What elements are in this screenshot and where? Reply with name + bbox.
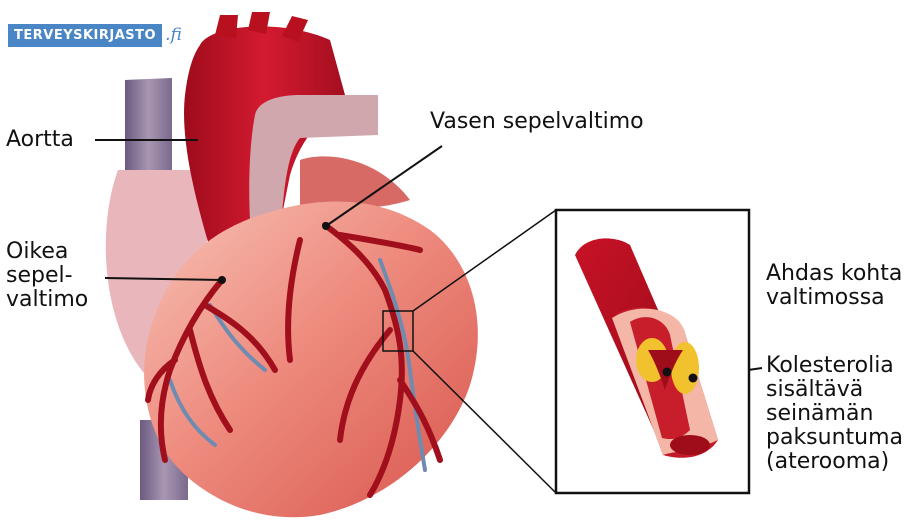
right-coronary-dot bbox=[218, 276, 226, 284]
label-plaque-line1: Kolesterolia bbox=[766, 354, 903, 378]
label-narrowing-line1: Ahdas kohta bbox=[766, 262, 902, 286]
label-left-coronary: Vasen sepelvaltimo bbox=[430, 110, 644, 134]
label-plaque-line5: (aterooma) bbox=[766, 450, 903, 474]
label-plaque-line3: seinämän bbox=[766, 402, 903, 426]
label-plaque-line2: sisältävä bbox=[766, 378, 903, 402]
label-right-coronary-line1: Oikea bbox=[6, 240, 88, 264]
plaque-dot bbox=[689, 374, 698, 383]
label-right-coronary-line2: sepel- bbox=[6, 264, 88, 288]
narrowing-dot bbox=[663, 368, 672, 377]
label-right-coronary: Oikea sepel- valtimo bbox=[6, 240, 88, 312]
left-auricle bbox=[300, 156, 410, 208]
logo-text: TERVEYSKIRJASTO bbox=[8, 24, 162, 47]
label-aorta: Aortta bbox=[6, 128, 74, 152]
label-plaque-line4: paksuntuma bbox=[766, 426, 903, 450]
label-narrowing: Ahdas kohta valtimossa bbox=[766, 262, 902, 310]
label-narrowing-line2: valtimossa bbox=[766, 286, 902, 310]
label-right-coronary-line3: valtimo bbox=[6, 288, 88, 312]
label-plaque: Kolesterolia sisältävä seinämän paksuntu… bbox=[766, 354, 903, 474]
terveyskirjasto-logo[interactable]: TERVEYSKIRJASTO .fi bbox=[8, 22, 182, 48]
left-coronary-dot bbox=[322, 222, 330, 230]
logo-suffix: .fi bbox=[165, 25, 182, 45]
